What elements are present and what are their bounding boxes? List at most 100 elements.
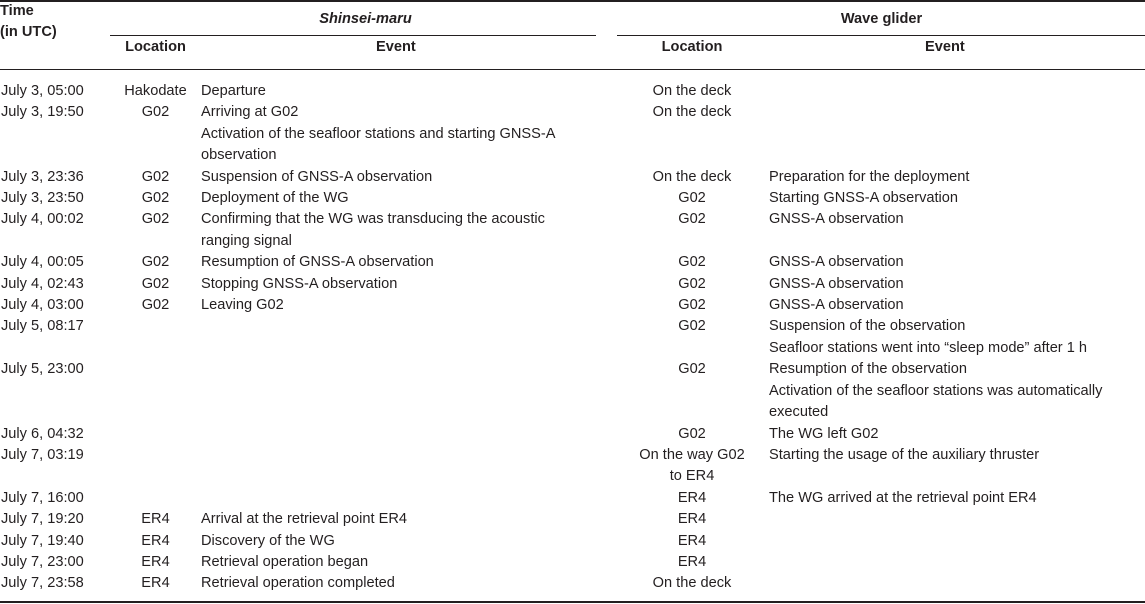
cell-time: July 4, 03:00 xyxy=(1,297,84,314)
cell-ship-event-line: Confirming that the WG was transducing t… xyxy=(201,211,545,228)
cell-wg-location: G02 xyxy=(618,188,766,209)
cell-ship-location: G02 xyxy=(141,168,170,185)
header-ship-location: Location xyxy=(125,39,186,55)
cell-wg-event: Starting the usage of the auxiliary thru… xyxy=(766,445,1145,488)
cell-wg-location-line: G02 xyxy=(678,318,706,335)
cell-wg-event-line: Seafloor stations went into “sleep mode”… xyxy=(769,339,1088,356)
cell-ship-event-line: Retrieval operation completed xyxy=(201,575,395,592)
cell-ship-event-line: Departure xyxy=(201,83,266,99)
cell-time: July 3, 19:50 xyxy=(1,104,84,121)
cell-wg-event-line: Resumption of the observation xyxy=(769,361,967,378)
header-bottom-rule xyxy=(0,69,1145,70)
cell-ship-event: Stopping GNSS-A observation xyxy=(198,274,618,295)
cell-wg-location: G02 xyxy=(618,295,766,316)
cell-wg-event-line: The WG arrived at the retrieval point ER… xyxy=(769,489,1037,506)
cell-wg-location: G02 xyxy=(618,359,766,423)
cell-time: July 3, 05:00 xyxy=(1,83,84,99)
table-top-rule xyxy=(0,0,1145,2)
cell-ship-location xyxy=(113,424,198,445)
cell-time: July 6, 04:32 xyxy=(1,425,84,442)
cell-ship-event-line: Discovery of the WG xyxy=(201,532,335,549)
cell-wg-event xyxy=(766,552,1145,573)
header-wg-event: Event xyxy=(925,39,965,55)
cell-ship-location: ER4 xyxy=(141,532,170,549)
cell-ship-event: Leaving G02 xyxy=(198,295,618,316)
cell-time: July 4, 02:43 xyxy=(1,275,84,292)
cell-wg-event: Preparation for the deployment xyxy=(766,167,1145,188)
cell-wg-event-line: Starting GNSS-A observation xyxy=(769,190,959,207)
cell-wg-event: The WG left G02 xyxy=(766,424,1145,445)
cell-ship-event: Retrieval operation completed xyxy=(198,573,618,594)
cell-ship-event: Suspension of GNSS-A observation xyxy=(198,167,618,188)
cell-time: July 3, 23:36 xyxy=(1,168,84,185)
cell-wg-location: On the deck xyxy=(618,573,766,594)
cell-wg-location-line: ER4 xyxy=(677,489,707,506)
cell-ship-event: Departure xyxy=(198,71,618,102)
header-wave-glider: Wave glider xyxy=(840,11,923,27)
wave-glider-group-rule xyxy=(617,35,1145,36)
cell-wg-event-line: GNSS-A observation xyxy=(769,211,904,228)
cell-wg-location-line: to ER4 xyxy=(669,468,715,485)
cell-ship-event: Confirming that the WG was transducing t… xyxy=(198,209,618,252)
cell-wg-location: On the deck xyxy=(618,102,766,166)
cell-wg-event-line: Suspension of the observation xyxy=(769,318,966,335)
cell-wg-event-line: GNSS-A observation xyxy=(769,297,904,314)
cell-wg-location-line: G02 xyxy=(678,190,706,207)
cell-ship-location: ER4 xyxy=(141,553,170,570)
cell-wg-event-line: Starting the usage of the auxiliary thru… xyxy=(769,446,1040,463)
cell-wg-location: G02 xyxy=(618,316,766,359)
cell-time: July 7, 19:20 xyxy=(1,511,84,528)
cell-ship-location: Hakodate xyxy=(124,83,187,99)
cell-wg-location: ER4 xyxy=(618,531,766,552)
cell-ship-location xyxy=(113,359,198,423)
header-time: Time (in UTC) xyxy=(0,0,113,71)
table-row: July 3, 23:36 G02 Suspension of GNSS-A obs… xyxy=(0,167,1145,188)
cell-ship-location xyxy=(113,445,198,488)
cell-ship-event-line: Retrieval operation began xyxy=(201,553,369,570)
cell-time: July 7, 23:58 xyxy=(1,575,84,592)
cell-ship-event-line: ranging signal xyxy=(201,232,292,249)
cell-ship-location xyxy=(113,316,198,359)
cell-ship-event: Retrieval operation began xyxy=(198,552,618,573)
cell-wg-location-line: On the deck xyxy=(652,83,732,99)
header-ship-event: Event xyxy=(376,39,416,55)
cell-ship-event-line: Arriving at G02 xyxy=(201,104,299,121)
cell-ship-event-line: Stopping GNSS-A observation xyxy=(201,275,398,292)
cell-wg-location: G02 xyxy=(618,274,766,295)
cell-wg-event-line: Preparation for the deployment xyxy=(769,168,970,185)
cell-wg-location-line: On the deck xyxy=(652,168,732,185)
cell-time: July 5, 08:17 xyxy=(1,318,84,335)
cell-time: July 7, 19:40 xyxy=(1,532,84,549)
cell-wg-event: Starting GNSS-A observation xyxy=(766,188,1145,209)
cell-wg-event: GNSS-A observation xyxy=(766,252,1145,273)
cell-wg-event-line: GNSS-A observation xyxy=(769,254,904,271)
cell-wg-event: GNSS-A observation xyxy=(766,295,1145,316)
cell-time: July 4, 00:05 xyxy=(1,254,84,271)
table-header: Time (in UTC) Shinsei-maru Wave glider L… xyxy=(0,0,1145,71)
cell-wg-location-line: On the way G02 xyxy=(639,446,745,463)
cell-ship-event-line: Suspension of GNSS-A observation xyxy=(201,168,433,185)
cell-wg-location-line: G02 xyxy=(678,297,706,314)
cell-wg-event: The WG arrived at the retrieval point ER… xyxy=(766,488,1145,509)
cell-wg-location-line: G02 xyxy=(678,254,706,271)
cell-ship-event: Discovery of the WG xyxy=(198,531,618,552)
header-time-unit: (in UTC) xyxy=(0,24,57,40)
cell-ship-event xyxy=(198,316,618,359)
cell-time: July 4, 00:02 xyxy=(1,211,84,228)
cell-wg-location: G02 xyxy=(618,424,766,445)
cell-time: July 3, 23:50 xyxy=(1,190,84,207)
header-ship: Shinsei-maru xyxy=(319,11,412,27)
cell-ship-event-line: Arrival at the retrieval point ER4 xyxy=(201,511,408,528)
